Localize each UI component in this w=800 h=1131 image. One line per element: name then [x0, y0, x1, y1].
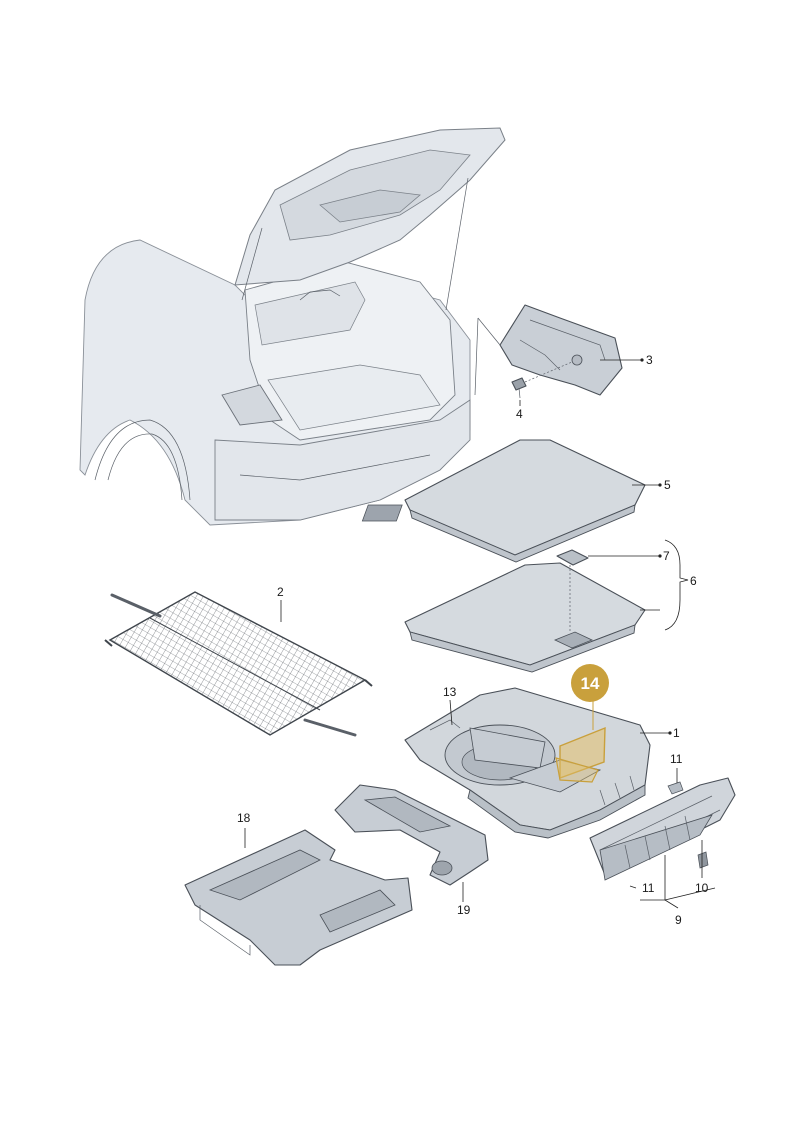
part-14-label: 14: [581, 674, 600, 693]
small-cover-7: [556, 549, 589, 566]
callout-19: 19: [457, 903, 471, 917]
callout-11-upper: 11: [670, 752, 683, 766]
callout-5: 5: [664, 478, 671, 492]
callout-4: 4: [516, 407, 523, 421]
side-trim-panel-3: [474, 304, 623, 396]
callout-11-lower: 11: [642, 881, 655, 895]
foam-insert-18: [184, 829, 413, 966]
foam-insert-19: [334, 784, 489, 886]
callout-1: 1: [673, 726, 680, 740]
floor-cover-5: [361, 439, 646, 563]
leader-lines: [244, 358, 716, 909]
callout-labels: 3 4 5 7 6 2 13 1 11 11 10 9 18 19: [237, 353, 709, 927]
luggage-net-2: [104, 591, 373, 737]
loading-sill-trim-9: [589, 777, 736, 881]
highlighted-part-14: [555, 700, 606, 783]
callout-7: 7: [663, 549, 670, 563]
callout-13: 13: [443, 685, 457, 699]
floor-panel-6: [404, 562, 646, 673]
callout-9: 9: [675, 913, 682, 927]
callout-10: 10: [695, 881, 709, 895]
car-rear: [79, 127, 506, 526]
screw-4: [511, 361, 573, 399]
callout-6: 6: [690, 574, 697, 588]
callout-2: 2: [277, 585, 284, 599]
callout-3: 3: [646, 353, 653, 367]
spare-wheel-tray-1: [404, 687, 651, 839]
part-14-badge[interactable]: 14: [571, 664, 609, 702]
callout-18: 18: [237, 811, 251, 825]
